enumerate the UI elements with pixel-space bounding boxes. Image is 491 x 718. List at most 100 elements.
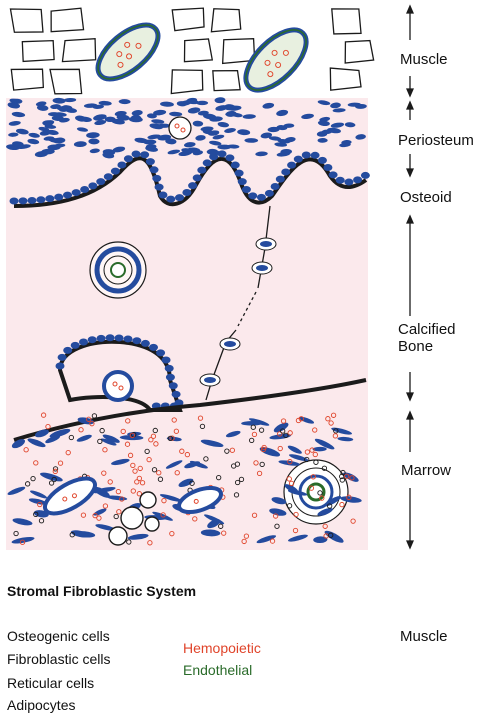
lining-cell: [132, 150, 141, 157]
legend-item-fibroblastic: Fibroblastic cells: [7, 651, 110, 668]
lining-cell: [188, 182, 197, 189]
lining-cell: [238, 178, 247, 185]
lining-cell: [182, 189, 191, 196]
lining-cell: [104, 173, 113, 180]
legend-hemopoietic: Hemopoietic: [183, 640, 261, 657]
lining-cell: [242, 186, 251, 193]
lining-cell: [209, 153, 218, 160]
lining-cell: [225, 154, 234, 161]
muscle-cell: [171, 70, 202, 94]
lining-cell: [265, 190, 274, 197]
periosteum-vessel: [169, 117, 191, 139]
muscle-cell: [50, 69, 82, 94]
legend-title: Stromal Fibroblastic System: [7, 583, 196, 599]
haversian-canal: [90, 242, 146, 298]
lining-cell: [344, 179, 353, 186]
lining-cell: [197, 167, 206, 174]
lining-cell: [257, 194, 266, 201]
mound-cell: [88, 336, 97, 343]
muscle-cell: [62, 39, 95, 62]
lining-cell: [302, 151, 311, 158]
lining-cell: [336, 177, 345, 184]
lining-cell: [271, 183, 280, 190]
lining-cell: [231, 162, 240, 169]
mound-cell: [97, 335, 106, 342]
mound-cell: [162, 356, 171, 363]
lining-cell: [353, 176, 362, 183]
lining-cell: [54, 194, 63, 201]
zone-label-calcified-bone: Calcified Bone: [398, 321, 478, 355]
lining-cell: [166, 196, 175, 203]
lining-cell: [117, 161, 126, 168]
muscle-cell: [330, 68, 361, 90]
lining-cell: [329, 171, 338, 178]
lining-cell: [150, 166, 159, 173]
lining-cell: [63, 192, 72, 199]
zone-label-periosteum: Periosteum: [398, 132, 474, 149]
mound-cell: [132, 337, 141, 344]
muscle-cell: [22, 41, 54, 62]
legend-item-adipocytes: Adipocytes: [7, 697, 75, 714]
mound-cell: [79, 338, 88, 345]
lining-cell: [218, 150, 227, 157]
lining-cell: [80, 186, 89, 193]
lining-cell: [72, 189, 81, 196]
muscle-cell: [332, 9, 361, 34]
lining-cell: [281, 168, 290, 175]
mound-cell: [115, 334, 124, 341]
muscle-cell: [172, 8, 204, 30]
legend-side-muscle: Muscle: [400, 628, 448, 645]
lining-cell: [88, 182, 97, 189]
mound-cell: [71, 342, 80, 349]
mound-cell: [58, 354, 67, 361]
lining-cell: [175, 194, 184, 201]
lining-cell: [323, 164, 332, 171]
lining-cell: [27, 197, 36, 204]
lining-cell: [45, 195, 54, 202]
mound-cell: [141, 340, 150, 347]
muscle-cell: [11, 69, 43, 90]
muscle-cell: [213, 71, 240, 91]
mound-cell: [156, 349, 165, 356]
lining-cell: [361, 172, 370, 179]
lining-cell: [235, 170, 244, 177]
legend-item-reticular: Reticular cells: [7, 675, 94, 692]
lining-cell: [248, 192, 257, 199]
lining-cell: [193, 174, 202, 181]
lining-cell: [276, 176, 285, 183]
zone-label-osteoid: Osteoid: [400, 189, 452, 206]
muscle-region: [6, 4, 374, 100]
lining-cell: [146, 158, 155, 165]
zone-label-muscle: Muscle: [400, 51, 448, 68]
legend-endothelial: Endothelial: [183, 662, 252, 679]
lining-cell: [140, 151, 149, 158]
mound-vessel: [104, 372, 132, 400]
lining-cell: [10, 198, 19, 205]
lining-cell: [158, 191, 167, 198]
lining-cell: [36, 196, 45, 203]
lining-cell: [318, 157, 327, 164]
muscle-cell: [51, 8, 83, 31]
muscle-cell: [184, 39, 212, 62]
lining-cell: [155, 184, 164, 191]
lining-cell: [111, 168, 120, 175]
mound-cell: [124, 335, 133, 342]
mound-cell: [166, 374, 175, 381]
mound-cell: [169, 382, 178, 389]
lining-cell: [294, 156, 303, 163]
mound-cell: [63, 347, 72, 354]
muscle-cell: [211, 9, 240, 32]
muscle-cell: [10, 9, 42, 32]
mound-cell: [56, 363, 65, 370]
zone-label-marrow: Marrow: [401, 462, 451, 479]
lining-cell: [124, 155, 133, 162]
lining-cell: [203, 159, 212, 166]
legend-item-osteogenic: Osteogenic cells: [7, 628, 110, 645]
lining-cell: [152, 175, 161, 182]
mound-cell: [149, 344, 158, 351]
muscle-cell: [345, 41, 373, 63]
lining-cell: [18, 197, 27, 204]
mound-cell: [165, 365, 174, 372]
lining-cell: [287, 162, 296, 169]
